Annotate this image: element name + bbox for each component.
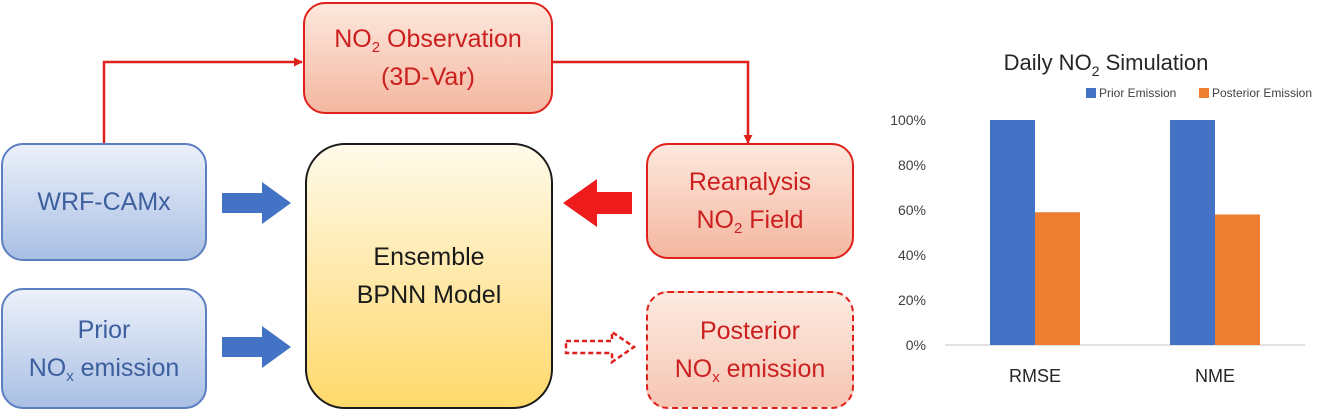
y-tick-label: 60%	[898, 202, 926, 218]
y-tick-label: 20%	[898, 292, 926, 308]
observation-box: NO2 Observation (3D-Var)	[303, 2, 553, 114]
chart-legend: Prior Emission Posterior Emission	[1086, 86, 1312, 100]
wrf-camx-label: WRF-CAMx	[37, 188, 171, 216]
ensemble-bpnn-box: Ensemble BPNN Model	[305, 143, 553, 409]
y-tick-label: 80%	[898, 157, 926, 173]
bar-rmse-prior	[990, 120, 1035, 345]
y-tick-label: 40%	[898, 247, 926, 263]
legend-swatch-posterior	[1199, 88, 1209, 98]
x-axis-labels: RMSE NME	[1009, 366, 1235, 386]
observation-line2: (3D-Var)	[381, 63, 475, 91]
chart-title: Daily NO2 Simulation	[1004, 50, 1209, 79]
bars-group	[990, 120, 1260, 345]
y-tick-label: 100%	[890, 112, 926, 128]
bar-nme-prior	[1170, 120, 1215, 345]
reanalysis-line2: NO2 Field	[696, 206, 804, 237]
reanalysis-box: Reanalysis NO2 Field	[646, 143, 854, 259]
y-axis-ticks: 100% 80% 60% 40% 20% 0%	[890, 112, 926, 353]
posterior-line2: NOx emission	[674, 355, 826, 386]
bar-nme-posterior	[1215, 214, 1260, 345]
wrf-camx-box: WRF-CAMx	[1, 143, 207, 261]
observation-line1: NO2 Observation	[334, 25, 522, 56]
reanalysis-line1: Reanalysis	[688, 168, 812, 196]
legend-swatch-prior	[1086, 88, 1096, 98]
blue-arrow-wrf	[222, 182, 291, 224]
prior-emission-box: Prior NOx emission	[1, 288, 207, 409]
legend-label-prior: Prior Emission	[1099, 86, 1176, 100]
legend-label-posterior: Posterior Emission	[1212, 86, 1312, 100]
connector-observation-to-reanalysis	[553, 60, 753, 144]
connector-wrf-to-observation	[102, 57, 303, 143]
red-arrow-reanalysis	[563, 179, 632, 227]
x-tick-label: RMSE	[1009, 366, 1061, 386]
posterior-line1: Posterior	[699, 317, 801, 345]
bar-chart: Daily NO2 Simulation Prior Emission Post…	[890, 50, 1312, 386]
blue-arrow-prior	[222, 326, 291, 368]
ensemble-line2: BPNN Model	[356, 281, 502, 309]
prior-line1: Prior	[77, 315, 131, 344]
prior-line2: NOx emission	[28, 353, 180, 385]
ensemble-line1: Ensemble	[373, 243, 485, 271]
bar-rmse-posterior	[1035, 212, 1080, 345]
posterior-emission-box: Posterior NOx emission	[646, 291, 854, 409]
dashed-arrow-posterior	[564, 329, 637, 365]
x-tick-label: NME	[1195, 366, 1235, 386]
y-tick-label: 0%	[906, 337, 926, 353]
